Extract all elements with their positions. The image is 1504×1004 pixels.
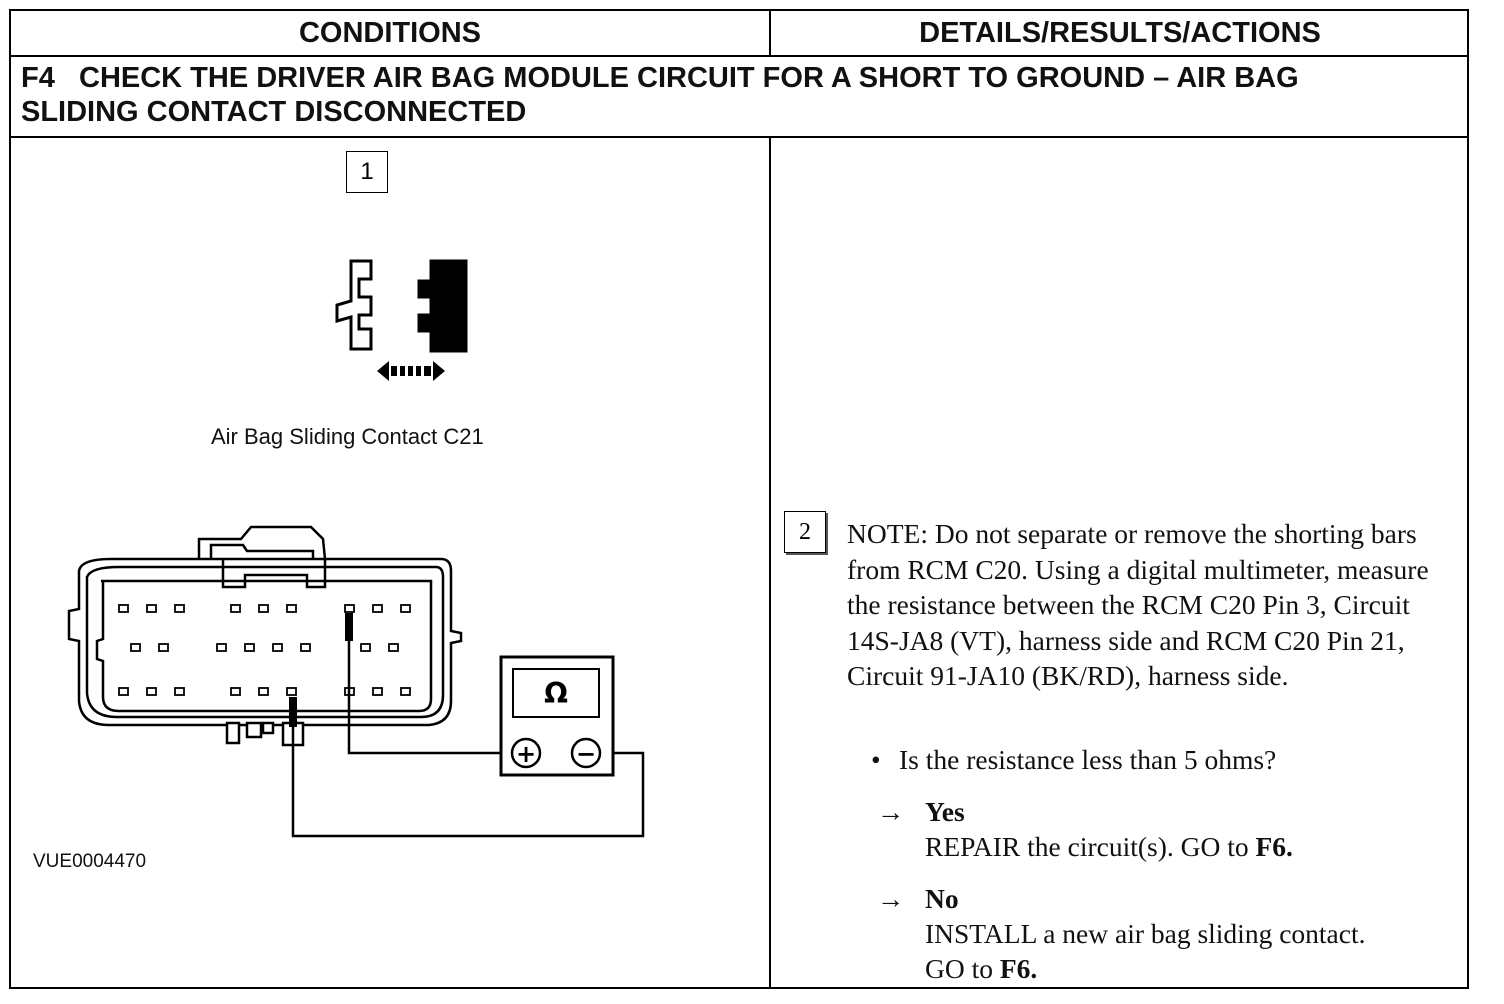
no-action-line-1: INSTALL a new air bag sliding contact. — [925, 918, 1366, 949]
yes-label: Yes — [925, 796, 965, 827]
meter-minus-terminal: − — [576, 740, 596, 768]
header-divider — [11, 55, 1467, 57]
step-1-box: 1 — [346, 151, 388, 193]
probe-tips-icon — [289, 613, 353, 727]
yes-goto-link[interactable]: F6. — [1255, 831, 1293, 862]
column-divider — [769, 136, 771, 989]
meter-plus-terminal: + — [516, 740, 536, 768]
question: • Is the resistance less than 5 ohms? — [871, 744, 1276, 776]
figure-id: VUE0004470 — [33, 851, 147, 872]
no-arrow-icon: → — [877, 883, 905, 914]
step-2-note: NOTE: Do not separate or remove the shor… — [847, 518, 1429, 691]
no-goto-link[interactable]: F6. — [999, 953, 1038, 984]
multimeter-icon — [499, 655, 615, 777]
sliding-contact-connector-icon — [335, 259, 468, 353]
step-2-box: 2 — [784, 511, 826, 553]
connector-diagram: Ω + − — [67, 259, 645, 838]
question-text: Is the resistance less than 5 ohms? — [899, 744, 1277, 775]
details-header: DETAILS/RESULTS/ACTIONS — [919, 17, 1321, 49]
procedure-table: CONDITIONS DETAILS/RESULTS/ACTIONS F4 CH… — [9, 9, 1469, 989]
no-label: No — [925, 883, 959, 914]
ohm-symbol: Ω — [544, 677, 568, 710]
step-title: F4 CHECK THE DRIVER AIR BAG MODULE CIRCU… — [21, 61, 1451, 129]
connector-pins — [118, 604, 411, 696]
yes-arrow-icon: → — [877, 796, 905, 827]
title-divider — [11, 136, 1467, 138]
rcm-c20-connector-icon — [67, 525, 463, 747]
no-action-line-2: GO to — [925, 953, 1000, 984]
answer-no: → No INSTALL a new air bag sliding contac… — [877, 881, 1365, 986]
step-title-line-1: F4 CHECK THE DRIVER AIR BAG MODULE CIRCU… — [21, 62, 1299, 94]
yes-action: REPAIR the circuit(s). GO to — [925, 831, 1256, 862]
step-title-line-2: SLIDING CONTACT DISCONNECTED — [21, 96, 527, 128]
conditions-header: CONDITIONS — [11, 11, 771, 55]
slide-arrow-icon — [377, 361, 445, 381]
question-bullet: • — [871, 744, 881, 775]
answer-yes: → Yes REPAIR the circuit(s). GO to F6. — [877, 794, 1293, 864]
test-leads — [291, 613, 645, 838]
figure-caption: Air Bag Sliding Contact C21 — [211, 424, 484, 449]
